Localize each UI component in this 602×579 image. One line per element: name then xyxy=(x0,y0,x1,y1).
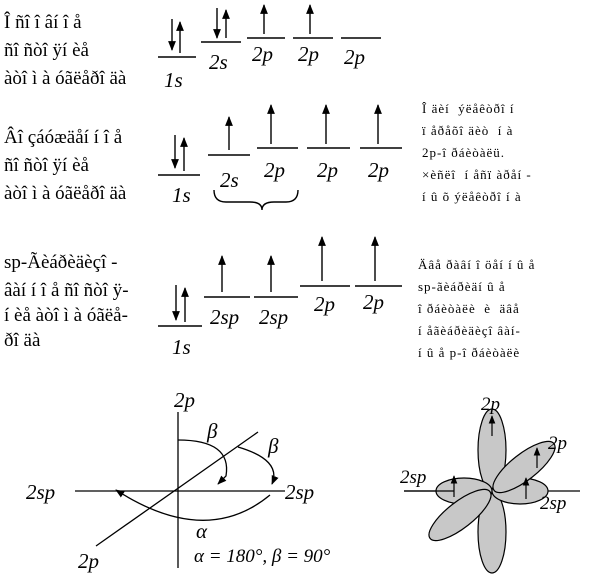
row1-label-line3: àòî ì à óãëåðî äà xyxy=(4,68,127,89)
row3-note-line2: sp-ãèáðèäí û å xyxy=(418,279,506,294)
row3-orbital-label-2sp-a: 2sp xyxy=(210,305,240,329)
row3-note-line3: î ðáèòàëè è äâå xyxy=(418,301,520,316)
row1-orbital-label-2p-b: 2p xyxy=(298,42,319,66)
row2-orbitals xyxy=(158,104,402,211)
lobe-label-2p-top: 2p xyxy=(481,394,500,415)
angle-formula: α = 180°, β = 90° xyxy=(194,546,331,567)
row1-orbitals xyxy=(158,4,381,58)
row3-orbital-label-2p-a: 2p xyxy=(314,292,335,316)
angle-label-beta-right: β xyxy=(268,434,279,458)
row3-orbitals xyxy=(158,236,402,327)
row3-label-line2: âàí í î å ñî ñòî ÿ- xyxy=(4,280,129,301)
row3-orbital-label-2p-b: 2p xyxy=(363,290,384,314)
axis-label-2sp-left: 2sp xyxy=(26,480,56,504)
lobe-label-2sp-left: 2sp xyxy=(400,467,427,488)
row3-note-line5: í û å p-î ðáèòàëè xyxy=(418,345,521,360)
p-diagonal-axis-line xyxy=(95,431,259,547)
row3-label-line1: sp-Ãèáðèäèçî - xyxy=(4,252,118,273)
lobe-label-2p-right: 2p xyxy=(548,433,567,454)
row3-note-line1: Äâå ðàâí î öåí í û å xyxy=(418,257,536,272)
row2-note-line1: Î äèí ýëåêòðî í xyxy=(422,101,515,116)
row1-label-line1: Î ñî î âí î å xyxy=(4,12,82,33)
row3-label-line3: í èå àòî ì à óãëå- xyxy=(4,305,128,326)
row1-orbital-label-1s: 1s xyxy=(164,68,183,92)
angle-label-beta-top: β xyxy=(207,419,218,443)
row3-label-line4: ðî äà xyxy=(4,330,41,351)
axis-label-2p-top: 2p xyxy=(174,388,195,412)
axis-label-2sp-right: 2sp xyxy=(285,480,315,504)
row1-label-line2: ñî ñòî ÿí èå xyxy=(4,40,89,61)
row3-note-line4: í åãèáðèäèçî âàí- xyxy=(418,323,521,338)
row2-note-line2: ï åðåõî äèò í à xyxy=(422,123,514,138)
lobes-diagram xyxy=(404,408,580,574)
row2-orbital-label-2p-a: 2p xyxy=(264,158,285,182)
row2-label-line1: Âî çáóæäåí í î å xyxy=(4,127,123,148)
axis-label-2p-bottom: 2p xyxy=(78,549,99,573)
angle-label-alpha: α xyxy=(196,519,208,543)
beta-arc-arrow-top xyxy=(177,439,228,485)
row3-orbital-label-2sp-b: 2sp xyxy=(259,305,289,329)
row2-note-line3: 2p-î ðáèòàëü. xyxy=(422,145,506,160)
row2-brace xyxy=(213,189,299,211)
row1-orbital-label-2p-c: 2p xyxy=(344,45,365,69)
row2-orbital-label-1s: 1s xyxy=(172,183,191,207)
row2-note-line4: ×èñëî í åñï àðåí - xyxy=(422,167,532,182)
lobe-label-2sp-right: 2sp xyxy=(540,493,567,514)
row2-label-line3: àòî ì à óãëåðî äà xyxy=(4,183,127,204)
row2-orbital-label-2p-c: 2p xyxy=(368,158,389,182)
row2-label-line2: ñî ñòî ÿí èå xyxy=(4,155,89,176)
row2-orbital-label-2s: 2s xyxy=(220,168,239,192)
row1-orbital-label-2s: 2s xyxy=(209,50,228,74)
row1-orbital-label-2p-a: 2p xyxy=(252,42,273,66)
axes-diagram xyxy=(75,412,285,568)
row2-orbital-label-2p-b: 2p xyxy=(317,158,338,182)
row2-note-line5: í û õ ýëåêòðî í à xyxy=(422,189,522,204)
lobe-p-lower-left xyxy=(428,488,492,542)
row3-orbital-label-1s: 1s xyxy=(172,335,191,359)
beta-arc-arrow-right xyxy=(237,446,279,485)
alpha-arc-arrow xyxy=(115,489,271,521)
